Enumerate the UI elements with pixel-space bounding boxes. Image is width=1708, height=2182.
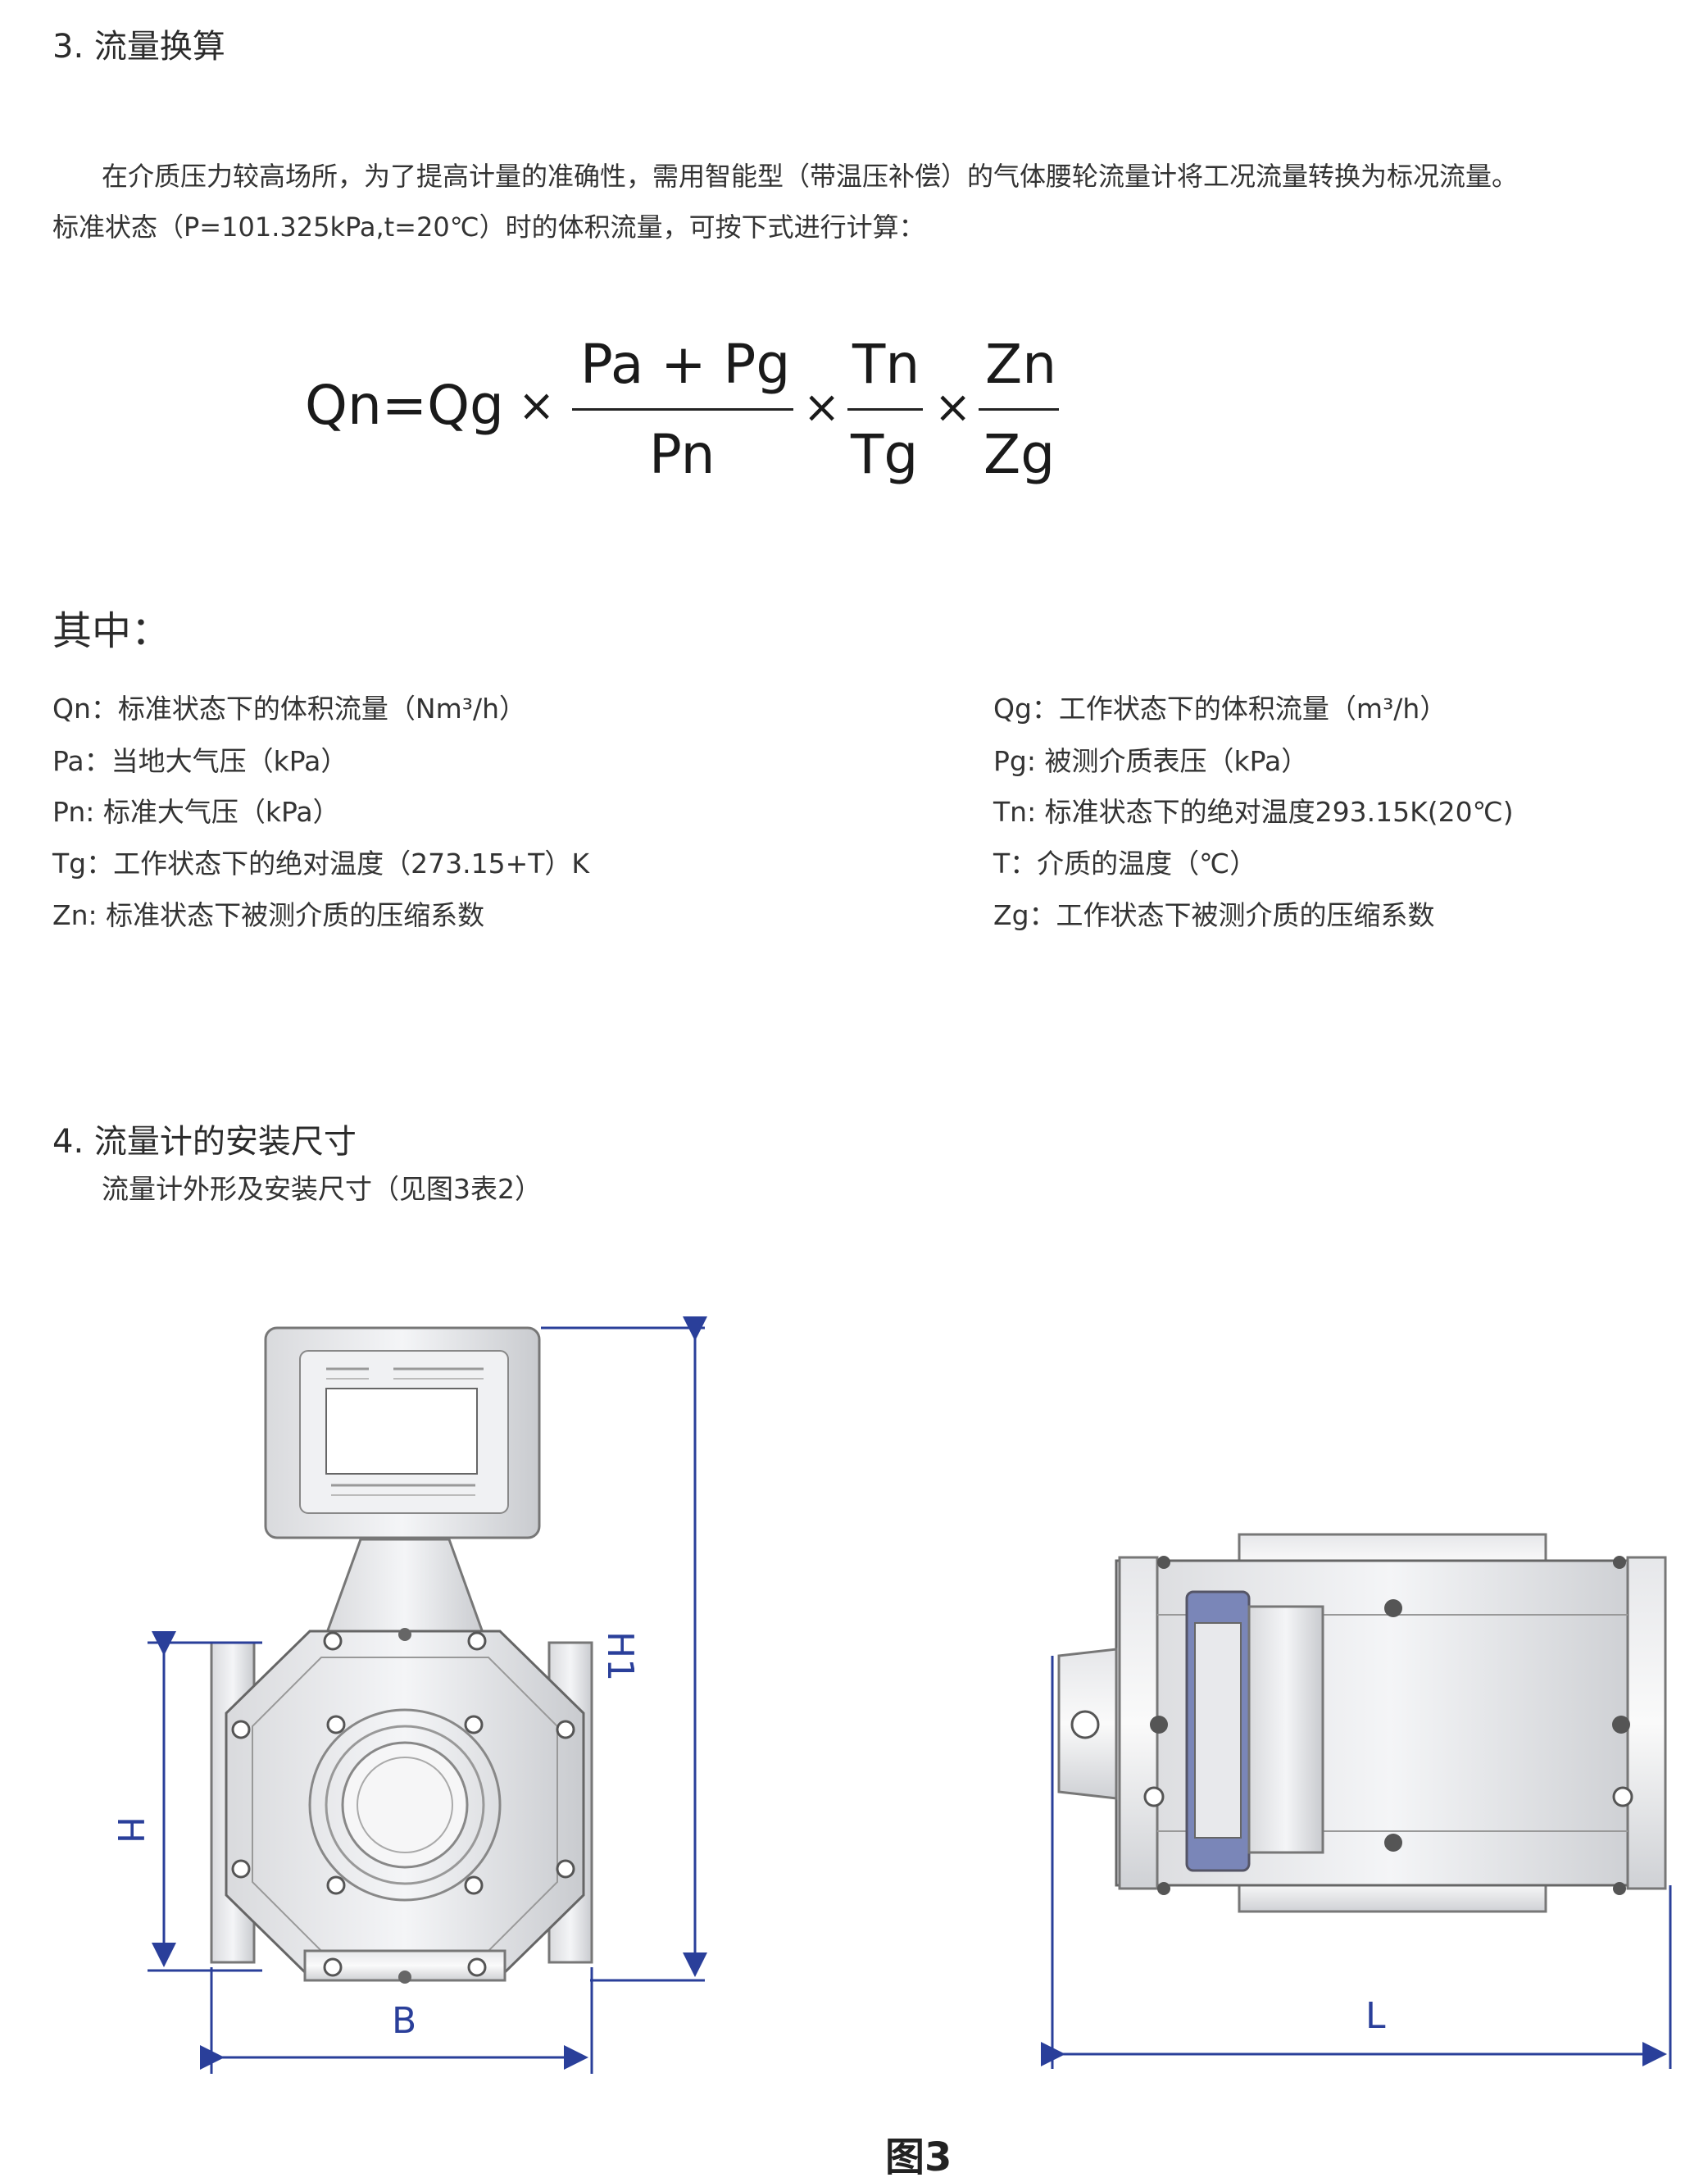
definition-item: Tg：工作状态下的绝对温度（273.15+T）K (52, 848, 590, 880)
side-view (1057, 1533, 1667, 1913)
formula-frac1-line (572, 408, 793, 411)
definition-item: Qn：标准状态下的体积流量（Nm³/h） (52, 693, 526, 725)
display-screen (325, 1388, 478, 1475)
section4-subline: 流量计外形及安装尺寸（见图3表2） (102, 1173, 542, 1205)
formula-frac3-numerator: Zn (985, 333, 1057, 396)
figure-caption: 图3 (885, 2134, 952, 2180)
formula-times-1: × (518, 380, 556, 431)
definition-item: Pn: 标准大气压（kPa） (52, 796, 340, 828)
formula-frac2-line (847, 408, 923, 411)
front-view-dimensions (148, 1316, 707, 2074)
definition-item: Pa：当地大气压（kPa） (52, 745, 348, 777)
formula-frac2-numerator: Tn (852, 333, 920, 396)
definition-item: Zg：工作状态下被测介质的压缩系数 (993, 899, 1435, 931)
definition-item: Zn: 标准状态下被测介质的压缩系数 (52, 899, 485, 931)
where-heading: 其中： (52, 608, 171, 654)
dimension-label-h1: H1 (599, 1631, 641, 1682)
formula-frac1-numerator: Pa + Pg (580, 333, 791, 396)
dimension-label-b: B (392, 2000, 417, 2042)
definition-item: Tn: 标准状态下的绝对温度293.15K(20℃) (993, 796, 1514, 828)
dimension-label-l: L (1365, 1995, 1386, 2037)
formula-frac3-denominator: Zg (983, 423, 1056, 486)
formula-times-3: × (934, 381, 972, 433)
section3-paragraph-line2: 标准状态（P=101.325kPa,t=20℃）时的体积流量，可按下式进行计算： (52, 211, 925, 243)
formula-times-2: × (803, 381, 841, 433)
formula-lhs: Qn=Qg (305, 374, 504, 437)
formula-frac3-line (979, 408, 1059, 411)
definition-item: Pg: 被测介质表压（kPa） (993, 745, 1309, 777)
definition-item: Qg：工作状态下的体积流量（m³/h） (993, 693, 1447, 725)
section3-heading: 3. 流量换算 (52, 28, 225, 66)
section4-heading: 4. 流量计的安装尺寸 (52, 1123, 357, 1161)
definition-item: T：介质的温度（℃） (993, 848, 1257, 880)
neck-bracket (322, 1538, 488, 1641)
formula-frac2-denominator: Tg (851, 423, 919, 486)
dimension-label-h: H (109, 1816, 151, 1844)
section3-paragraph-line1: 在介质压力较高场所，为了提高计量的准确性，需用智能型（带温压补偿）的气体腰轮流量… (102, 161, 1519, 192)
front-view (210, 1326, 593, 1984)
formula-frac1-denominator: Pn (649, 423, 715, 486)
side-view-dimensions (1041, 1656, 1672, 2069)
